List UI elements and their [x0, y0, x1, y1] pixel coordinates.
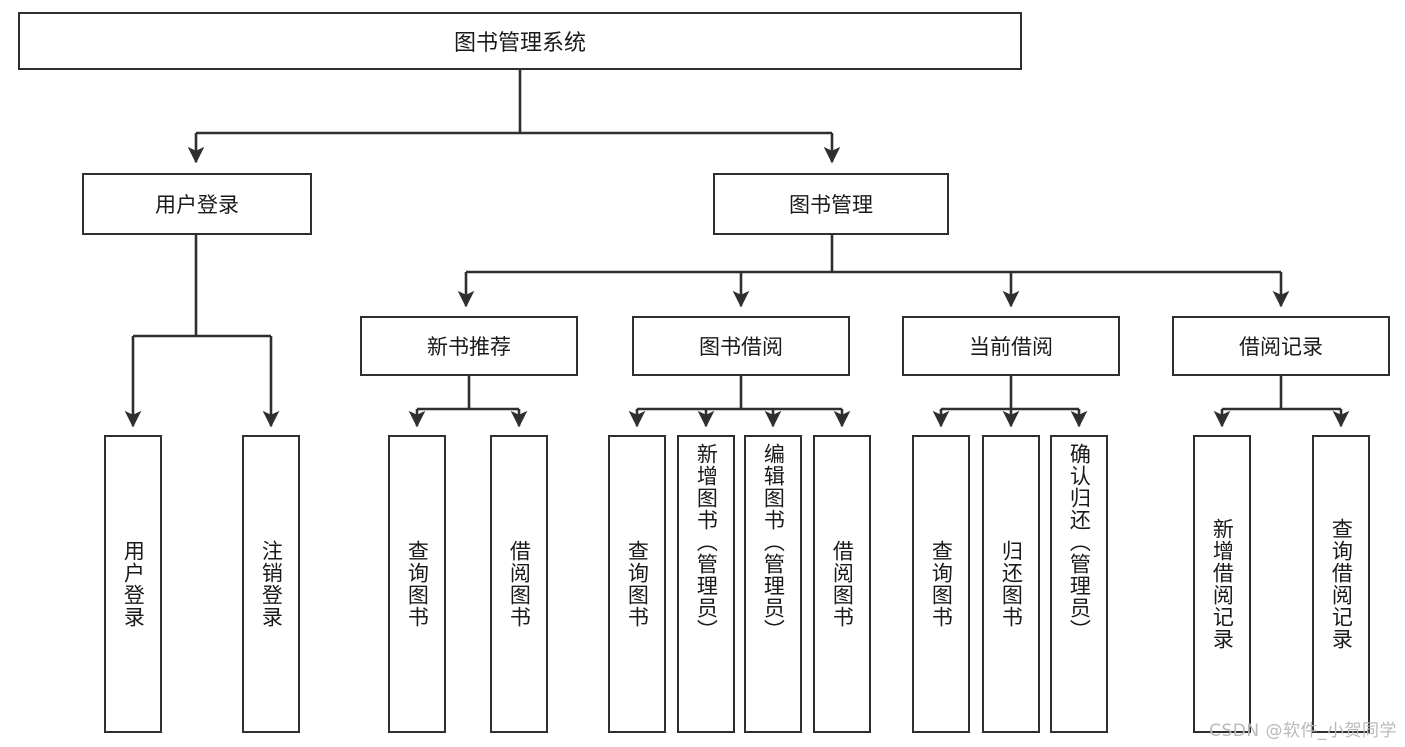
node-label: 新书推荐 — [427, 335, 511, 359]
leaf-user-login-login[interactable]: 用户登录 — [104, 435, 162, 733]
leaf-current-borrow-confirm[interactable]: 确认归还（管理员） — [1050, 435, 1108, 733]
node-label: 借阅图书 — [830, 540, 855, 628]
leaf-borrow-record-add[interactable]: 新增借阅记录 — [1193, 435, 1251, 733]
leaf-book-borrow-query[interactable]: 查询图书 — [608, 435, 666, 733]
node-new-book-recommend[interactable]: 新书推荐 — [360, 316, 578, 376]
node-label: 新增借阅记录 — [1210, 518, 1235, 650]
node-label: 图书借阅 — [699, 335, 783, 359]
node-label: 图书管理 — [789, 193, 873, 217]
node-book-borrow[interactable]: 图书借阅 — [632, 316, 850, 376]
node-label: 查询图书 — [625, 540, 650, 628]
csdn-watermark: CSDN @软件_小贺同学 — [1209, 721, 1397, 741]
node-label: 当前借阅 — [969, 335, 1053, 359]
node-user-login[interactable]: 用户登录 — [82, 173, 312, 235]
leaf-book-borrow-borrow[interactable]: 借阅图书 — [813, 435, 871, 733]
leaf-new-book-borrow[interactable]: 借阅图书 — [490, 435, 548, 733]
leaf-book-borrow-add[interactable]: 新增图书（管理员） — [677, 435, 735, 733]
node-current-borrow[interactable]: 当前借阅 — [902, 316, 1120, 376]
node-label: 借阅图书 — [507, 540, 532, 628]
node-label: 图书管理系统 — [453, 31, 586, 56]
node-book-management[interactable]: 图书管理 — [713, 173, 949, 235]
node-label: 用户登录 — [121, 540, 146, 628]
node-label: 编辑图书（管理员） — [761, 443, 786, 641]
node-label: 借阅记录 — [1239, 335, 1323, 359]
node-label: 查询图书 — [405, 540, 430, 628]
node-label: 新增图书（管理员） — [694, 443, 719, 641]
node-borrow-record[interactable]: 借阅记录 — [1172, 316, 1390, 376]
node-root-system[interactable]: 图书管理系统 — [18, 12, 1022, 70]
node-label: 归还图书 — [999, 540, 1024, 628]
leaf-new-book-query[interactable]: 查询图书 — [388, 435, 446, 733]
leaf-user-login-logout[interactable]: 注销登录 — [242, 435, 300, 733]
leaf-borrow-record-query[interactable]: 查询借阅记录 — [1312, 435, 1370, 733]
node-label: 确认归还（管理员） — [1067, 443, 1092, 641]
leaf-current-borrow-return[interactable]: 归还图书 — [982, 435, 1040, 733]
leaf-current-borrow-query[interactable]: 查询图书 — [912, 435, 970, 733]
node-label: 注销登录 — [259, 540, 284, 628]
node-label: 查询图书 — [929, 540, 954, 628]
node-label: 查询借阅记录 — [1329, 518, 1354, 650]
node-label: 用户登录 — [155, 193, 239, 217]
leaf-book-borrow-edit[interactable]: 编辑图书（管理员） — [744, 435, 802, 733]
